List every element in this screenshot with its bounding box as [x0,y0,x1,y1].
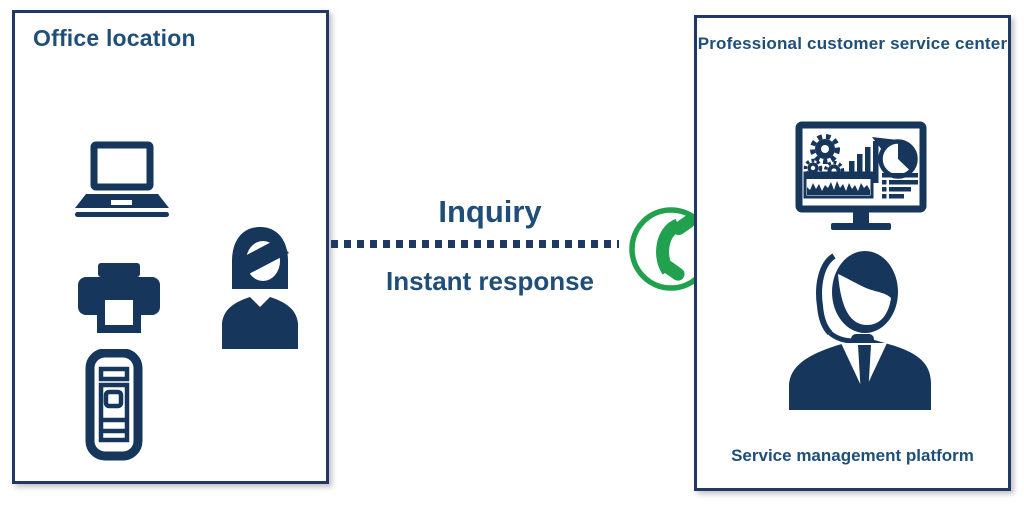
bullet-list-icon [882,173,918,199]
terminal-icon [85,348,143,461]
office-worker-icon [211,225,309,349]
support-agent-icon [781,244,935,410]
connection-dotted-line [331,240,621,248]
office-location-title: Office location [33,25,196,51]
service-platform-caption: Service management platform [731,446,974,465]
phone-icon [626,204,716,294]
laptop-icon [63,141,175,223]
printer-icon [75,263,163,343]
waveform-chart-icon [803,171,874,199]
customer-service-panel: Professional customer service center Ser… [694,15,1011,491]
office-location-panel: Office location [12,10,329,484]
inquiry-label: Inquiry [438,194,542,229]
dashboard-monitor-icon [794,121,928,235]
instant-response-label: Instant response [385,266,595,296]
customer-service-title: Professional customer service center [697,34,1008,53]
pie-chart-icon [878,139,918,179]
